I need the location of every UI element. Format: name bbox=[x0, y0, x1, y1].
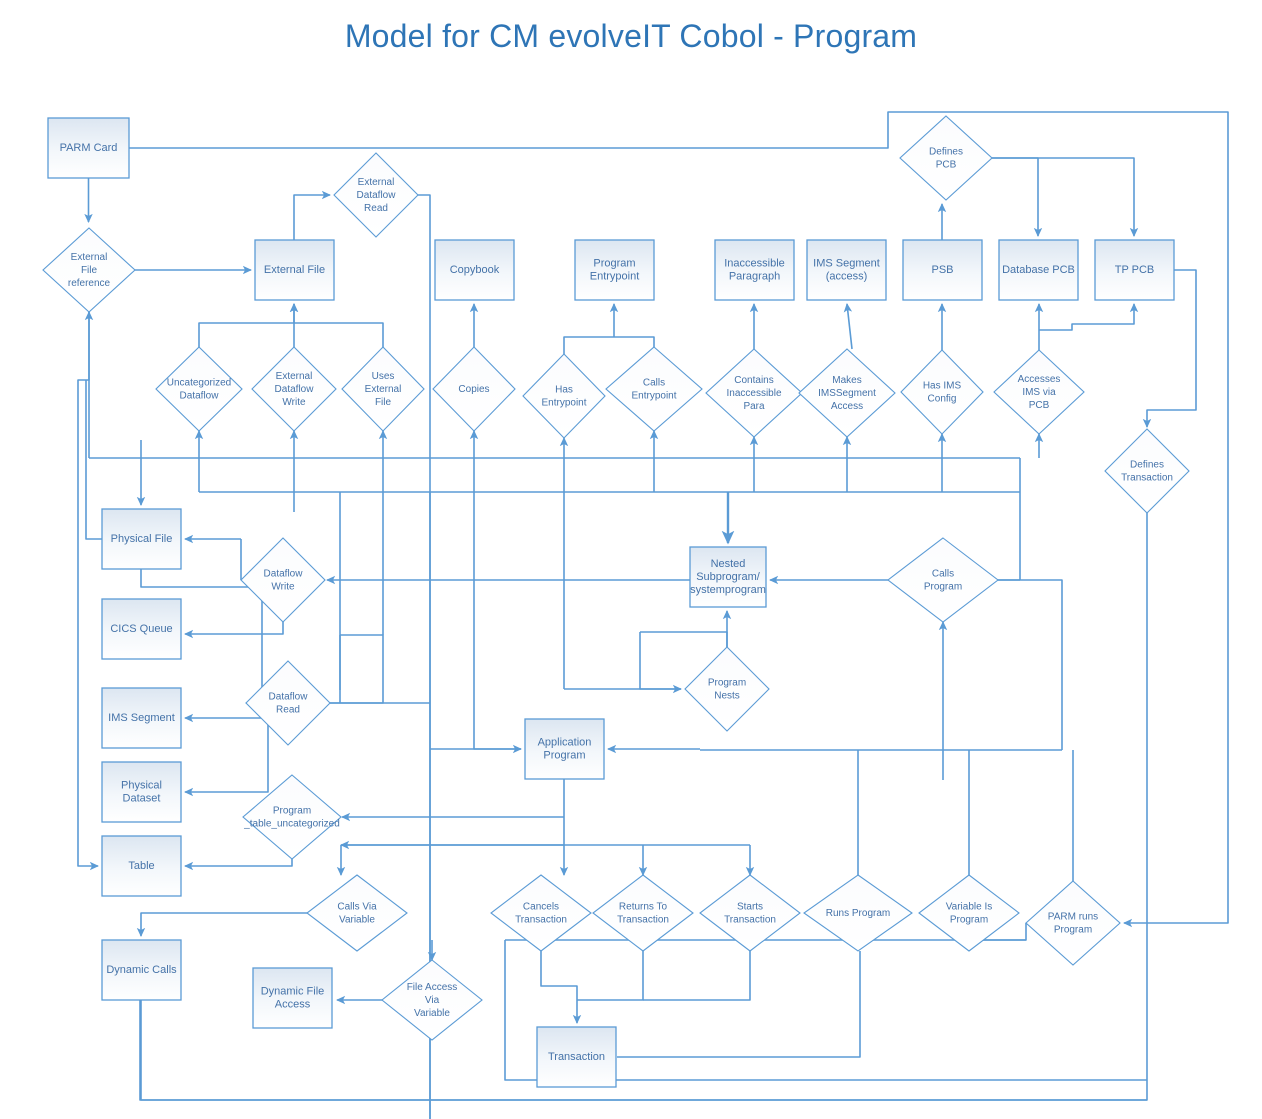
relation-node-uses_external_file[interactable] bbox=[341, 346, 425, 432]
entity-node-inaccessible_para[interactable] bbox=[714, 239, 795, 301]
relation-diamond[interactable] bbox=[918, 874, 1020, 952]
entity-box[interactable] bbox=[101, 598, 182, 660]
relation-diamond[interactable] bbox=[242, 774, 342, 860]
entity-box[interactable] bbox=[998, 239, 1079, 301]
entity-box[interactable] bbox=[536, 1026, 617, 1088]
relation-node-copies[interactable] bbox=[432, 346, 516, 432]
entity-node-tp_pcb[interactable] bbox=[1094, 239, 1175, 301]
entity-box[interactable] bbox=[1094, 239, 1175, 301]
relation-diamond[interactable] bbox=[245, 660, 331, 746]
relation-diamond[interactable] bbox=[605, 346, 703, 432]
relation-node-calls_entrypoint[interactable] bbox=[605, 346, 703, 432]
entity-node-program_entrypoint[interactable] bbox=[574, 239, 655, 301]
entity-box[interactable] bbox=[252, 967, 333, 1029]
relation-node-program_nests[interactable] bbox=[684, 646, 770, 732]
relation-node-dataflow_read[interactable] bbox=[245, 660, 331, 746]
relation-diamond[interactable] bbox=[240, 537, 326, 623]
relation-node-starts_transaction[interactable] bbox=[699, 874, 801, 952]
entity-box[interactable] bbox=[101, 508, 182, 570]
relation-diamond[interactable] bbox=[341, 346, 425, 432]
entity-box[interactable] bbox=[434, 239, 515, 301]
relation-node-file_access_via_variable[interactable] bbox=[381, 959, 483, 1041]
relation-diamond[interactable] bbox=[42, 227, 136, 313]
relation-node-accesses_ims_via_pcb[interactable] bbox=[993, 349, 1085, 435]
relation-diamond[interactable] bbox=[705, 348, 803, 438]
entity-node-database_pcb[interactable] bbox=[998, 239, 1079, 301]
relation-node-dataflow_write[interactable] bbox=[240, 537, 326, 623]
relation-node-program_table_uncat[interactable] bbox=[242, 774, 342, 860]
entity-node-application_program[interactable] bbox=[524, 718, 605, 780]
relation-node-external_file_reference[interactable] bbox=[42, 227, 136, 313]
relation-node-makes_ims_segment_access[interactable] bbox=[798, 348, 896, 438]
page-title: Model for CM evolveIT Cobol - Program bbox=[344, 18, 918, 54]
entity-box[interactable] bbox=[902, 239, 983, 301]
entity-box[interactable] bbox=[101, 835, 182, 897]
entity-box[interactable] bbox=[254, 239, 335, 301]
relation-node-has_ims_config[interactable] bbox=[900, 349, 984, 435]
relation-diamond[interactable] bbox=[684, 646, 770, 732]
entity-node-psb[interactable] bbox=[902, 239, 983, 301]
entity-node-ims_segment_access[interactable] bbox=[806, 239, 887, 301]
entity-node-transaction[interactable] bbox=[536, 1026, 617, 1088]
entity-node-dynamic_file_access[interactable] bbox=[252, 967, 333, 1029]
entity-box[interactable] bbox=[806, 239, 887, 301]
entity-node-copybook[interactable] bbox=[434, 239, 515, 301]
relation-diamond[interactable] bbox=[381, 959, 483, 1041]
entity-node-table[interactable] bbox=[101, 835, 182, 897]
relation-diamond[interactable] bbox=[490, 874, 592, 952]
entity-node-external_file[interactable] bbox=[254, 239, 335, 301]
relation-diamond[interactable] bbox=[803, 874, 913, 952]
entity-box[interactable] bbox=[714, 239, 795, 301]
relation-diamond[interactable] bbox=[306, 874, 408, 952]
entity-box[interactable] bbox=[101, 761, 182, 823]
relation-diamond[interactable] bbox=[798, 348, 896, 438]
relation-node-runs_program[interactable] bbox=[803, 874, 913, 952]
entity-box[interactable] bbox=[101, 939, 182, 1001]
relation-node-returns_to_transaction[interactable] bbox=[592, 874, 694, 952]
entity-box[interactable] bbox=[47, 117, 130, 179]
relation-diamond[interactable] bbox=[1025, 880, 1121, 966]
relation-diamond[interactable] bbox=[522, 353, 606, 439]
relation-diamond[interactable] bbox=[333, 152, 419, 238]
relation-diamond[interactable] bbox=[432, 346, 516, 432]
entity-node-physical_dataset[interactable] bbox=[101, 761, 182, 823]
relation-diamond[interactable] bbox=[887, 537, 999, 623]
relation-node-variable_is_program[interactable] bbox=[918, 874, 1020, 952]
relation-node-cancels_transaction[interactable] bbox=[490, 874, 592, 952]
entity-node-dynamic_calls[interactable] bbox=[101, 939, 182, 1001]
relation-node-parm_runs_program[interactable] bbox=[1025, 880, 1121, 966]
relation-diamond[interactable] bbox=[899, 115, 993, 201]
entity-box[interactable] bbox=[689, 546, 767, 608]
relation-node-uncategorized_dataflow[interactable] bbox=[155, 346, 243, 432]
relation-diamond[interactable] bbox=[251, 346, 337, 432]
entity-node-parm_card[interactable] bbox=[47, 117, 130, 179]
relation-diamond[interactable] bbox=[900, 349, 984, 435]
relation-node-defines_pcb[interactable] bbox=[899, 115, 993, 201]
entity-box[interactable] bbox=[101, 687, 182, 749]
relation-diamond[interactable] bbox=[592, 874, 694, 952]
relation-node-calls_program[interactable] bbox=[887, 537, 999, 623]
relation-node-calls_via_variable[interactable] bbox=[306, 874, 408, 952]
entity-node-cics_queue[interactable] bbox=[101, 598, 182, 660]
relation-diamond[interactable] bbox=[155, 346, 243, 432]
relation-node-external_dataflow_read[interactable] bbox=[333, 152, 419, 238]
relation-node-contains_inaccessible[interactable] bbox=[705, 348, 803, 438]
relation-node-defines_transaction[interactable] bbox=[1104, 428, 1190, 514]
entity-node-ims_segment[interactable] bbox=[101, 687, 182, 749]
relation-diamond[interactable] bbox=[1104, 428, 1190, 514]
entity-node-nested_subprogram[interactable] bbox=[689, 546, 767, 608]
entity-box[interactable] bbox=[574, 239, 655, 301]
relation-diamond[interactable] bbox=[993, 349, 1085, 435]
relation-diamond[interactable] bbox=[699, 874, 801, 952]
entity-node-physical_file[interactable] bbox=[101, 508, 182, 570]
relation-node-external_dataflow_write[interactable] bbox=[251, 346, 337, 432]
relation-node-has_entrypoint[interactable] bbox=[522, 353, 606, 439]
entity-box[interactable] bbox=[524, 718, 605, 780]
